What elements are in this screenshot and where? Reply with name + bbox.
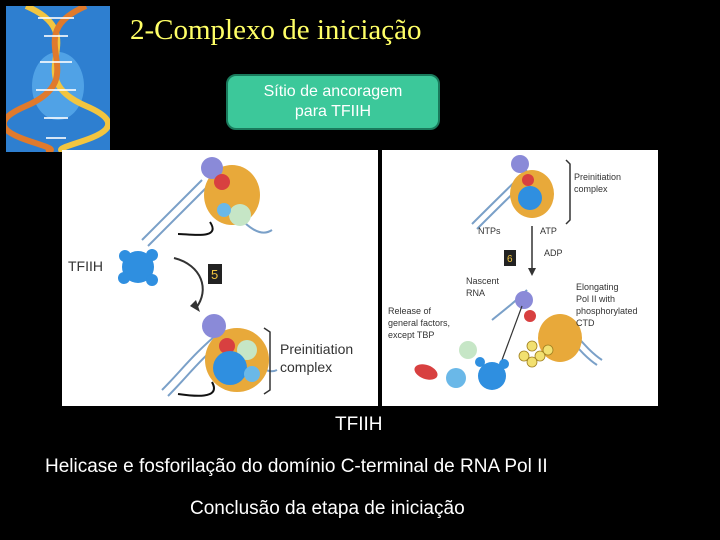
preinitiation-complex-label-1: Preinitiation xyxy=(280,341,353,357)
atp-label: ATP xyxy=(540,226,557,236)
elongating-label-4: CTD xyxy=(576,318,595,328)
svg-text:5: 5 xyxy=(211,267,218,282)
tfiih-label: TFIIH xyxy=(68,258,103,274)
preinitiation-label-1: Preinitiation xyxy=(574,172,621,182)
callout-box: Sítio de ancoragem para TFIIH xyxy=(226,74,440,130)
caption-line-1: Helicase e fosforilação do domínio C-ter… xyxy=(45,456,548,477)
release-label-2: general factors, xyxy=(388,318,450,328)
preinitiation-label-2: complex xyxy=(574,184,608,194)
caption-factor: TFIIH xyxy=(335,414,383,435)
tfiih-shape xyxy=(118,249,158,286)
adp-label: ADP xyxy=(544,248,563,258)
caption-line-2: Conclusão da etapa de iniciação xyxy=(190,498,465,519)
step-5-badge xyxy=(208,264,222,284)
tbp-shape xyxy=(201,157,223,179)
elongating-label-3: phosphorylated xyxy=(576,306,638,316)
diagram-panel-left: TFIIH 5 Preinitiation complex xyxy=(62,150,378,406)
dna-helix-image xyxy=(6,6,110,152)
slide-title: 2-Complexo de iniciação xyxy=(130,14,422,46)
released-factors xyxy=(414,341,509,390)
elongating-label-2: Pol II with xyxy=(576,294,615,304)
elongating-label-1: Elongating xyxy=(576,282,619,292)
step-6-badge xyxy=(504,250,516,266)
svg-text:6: 6 xyxy=(507,254,513,265)
callout-line-2: para TFIIH xyxy=(294,103,372,120)
release-label-1: Release of xyxy=(388,306,432,316)
preinitiation-complex-label-2: complex xyxy=(280,359,332,375)
ntps-label: NTPs xyxy=(478,226,501,236)
release-label-3: except TBP xyxy=(388,330,434,340)
step-arrow xyxy=(173,257,204,309)
nascent-rna-label-1: Nascent xyxy=(466,276,500,286)
diagram-panel-right: Preinitiation complex NTPs ATP ADP 6 Nas… xyxy=(382,150,658,406)
nascent-rna-label-2: RNA xyxy=(466,288,485,298)
callout-line-1: Sítio de ancoragem xyxy=(263,83,403,100)
